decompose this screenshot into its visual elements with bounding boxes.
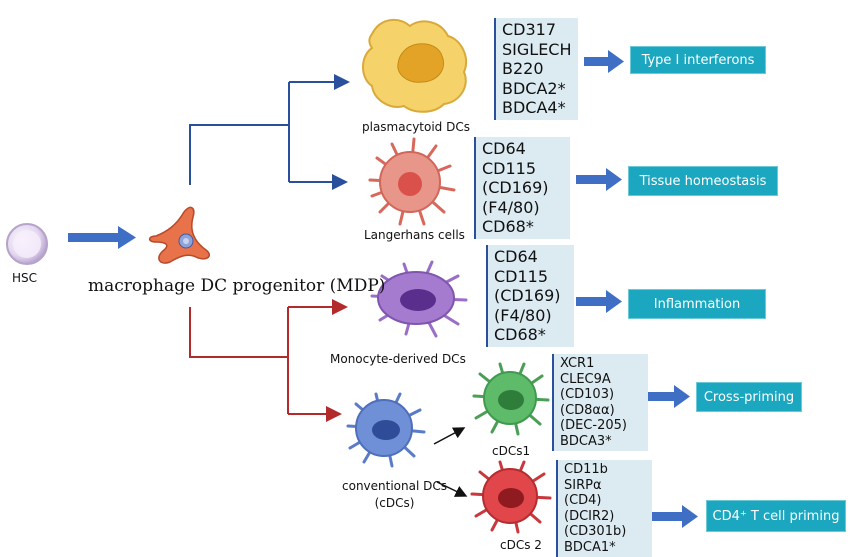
hsc-cell [6,223,48,265]
cdc1-label: cDCs1 [492,444,531,458]
modc-cell [370,260,468,338]
cdc2-function-box: CD4⁺ T cell priming [706,500,846,532]
langerhans-function-arrow [576,168,622,191]
marker-item: BDCA4* [502,98,566,117]
marker-item: (CD301b) [564,524,627,539]
pdc-markers: CD317 SIGLECH B220 BDCA2* BDCA4* [494,18,578,120]
langerhans-cell [368,137,456,226]
pdc-function-arrow [584,50,624,73]
marker-item: BDCA2* [502,78,566,98]
mdp-cell [148,206,210,264]
marker-item: (CD169) [482,178,549,197]
cdc-to-cdc1-arrow [433,427,466,445]
marker-item: CD11b [564,462,608,477]
cdc2-markers: CD11b SIRPα (CD4) (DCIR2) (CD301b) BDCA1… [556,460,652,557]
marker-item: SIRPα [564,477,602,493]
marker-item: SIGLECH [502,39,572,59]
cdc2-function-arrow [646,505,698,528]
modc-function-box: Inflammation [628,289,766,319]
lower-lineage-tree [189,299,348,422]
hsc-label: HSC [12,271,38,285]
upper-lineage-tree [189,74,350,190]
modc-markers: CD64 CD115 (CD169) (F4/80) CD68* [486,245,574,347]
marker-item: CD115 [494,266,549,286]
marker-item: CD68* [494,325,546,344]
cdc1-function-arrow [646,385,690,408]
cdc1-cell [472,362,550,436]
marker-item: (CD169) [494,286,561,305]
marker-item: CLEC9A [560,371,611,387]
cdc-to-cdc2-arrow [436,481,468,497]
langerhans-function-box: Tissue homeostasis [628,166,778,196]
marker-item: BDCA3* [560,433,612,449]
marker-item: BDCA1* [564,539,616,555]
marker-item: CD317 [502,20,557,39]
marker-item: CD64 [494,247,538,266]
pdc-function-box: Type I interferons [630,46,766,74]
marker-item: (CD8αα) [560,402,615,418]
mdp-label: macrophage DC progenitor (MDP) [88,276,386,296]
cdc2-cell [470,460,552,534]
cdc1-markers: XCR1 CLEC9A (CD103) (CD8αα) (DEC-205) BD… [552,354,648,451]
langerhans-markers: CD64 CD115 (CD169) (F4/80) CD68* [474,137,570,239]
cdc-cell [346,392,426,468]
langerhans-label: Langerhans cells [364,228,465,242]
marker-item: CD64 [482,139,526,158]
marker-item: (DCIR2) [564,508,615,524]
marker-item: (CD103) [560,387,615,402]
marker-item: (CD4) [564,493,602,508]
cdc2-label: cDCs 2 [500,538,542,552]
hsc-to-mdp-arrow [68,226,136,249]
modc-label: Monocyte-derived DCs [330,352,466,366]
modc-function-arrow [576,290,622,313]
marker-item: (F4/80) [494,305,552,325]
marker-item: (DEC-205) [560,418,627,433]
marker-item: CD68* [482,217,534,236]
marker-item: B220 [502,59,544,78]
marker-item: XCR1 [560,356,595,371]
marker-item: (F4/80) [482,197,540,217]
marker-item: CD115 [482,158,537,178]
cdc-label: conventional DCs (cDCs) [342,479,447,510]
cdc1-function-box: Cross-priming [696,382,802,412]
pdc-label: plasmacytoid DCs [362,120,470,134]
pdc-cell [362,18,467,113]
